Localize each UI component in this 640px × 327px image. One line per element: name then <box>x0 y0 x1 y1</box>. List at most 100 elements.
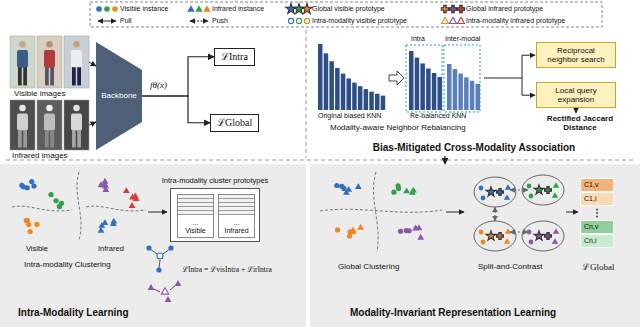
column-label: Infrared <box>224 227 248 235</box>
photo-frame <box>37 100 62 150</box>
bracket-line <box>522 55 523 95</box>
figure-label: Visible images <box>14 89 65 98</box>
person-body <box>71 114 82 131</box>
prototype-cross <box>497 189 504 196</box>
person-leg <box>50 67 54 85</box>
figure-label: Intra <box>411 35 425 43</box>
histogram-bar <box>420 63 425 110</box>
loss-box: ℒIntra <box>214 48 255 66</box>
figure-label: fθ(x) <box>150 80 167 90</box>
bracket-arrow <box>522 95 535 96</box>
cluster-boundary <box>86 206 146 211</box>
histogram-bar <box>464 77 469 110</box>
instance-triangle <box>505 228 511 234</box>
legend-text: Push <box>212 17 228 25</box>
photo-frame <box>10 100 35 150</box>
node-text: ℒIntra <box>221 51 248 63</box>
prototype-star <box>486 187 496 196</box>
legend-sample <box>286 3 312 13</box>
figure-label: Original biased KNN <box>318 112 381 120</box>
instance-dot <box>481 240 486 245</box>
instance-triangle <box>504 194 510 200</box>
prototype-star <box>486 231 496 240</box>
instance-dot <box>481 196 486 201</box>
leader-line <box>150 249 157 254</box>
histogram-bar <box>453 69 458 110</box>
instance-dot <box>31 183 36 188</box>
module-panel: Modality-Invariant Representation Learni… <box>310 164 640 327</box>
contrast-arrow <box>495 207 496 221</box>
histogram-bar <box>447 64 452 110</box>
instance-triangle <box>449 17 456 23</box>
backbone-trapezoid: Backbone <box>96 42 142 150</box>
legend-frame <box>90 2 602 27</box>
ellipsis-dot <box>596 212 598 214</box>
instance-dot <box>288 18 293 23</box>
flow-arrow <box>148 212 167 213</box>
instance-triangle <box>409 189 416 195</box>
instance-dot <box>24 218 29 223</box>
instance-triangle <box>129 202 136 208</box>
knn-histogram <box>447 64 480 110</box>
knn-histogram <box>318 44 385 110</box>
global-clustering-plot <box>320 172 442 252</box>
prototype-cross <box>497 233 504 240</box>
figure-label: Inter-modal <box>445 35 480 43</box>
cluster-bar: C1,vC1,iCn,vCn,i <box>580 178 614 248</box>
figure-label: ℒGlobal <box>582 262 615 272</box>
legend-text: Infrared instance <box>212 5 264 13</box>
person-head <box>19 105 26 112</box>
person-leg <box>72 130 76 148</box>
instance-dot <box>53 198 58 203</box>
node-text: Backbone <box>101 91 137 100</box>
instance-triangle <box>417 234 424 240</box>
instance-dot <box>529 240 534 245</box>
person-leg <box>77 67 81 85</box>
instance-triangle <box>175 280 182 286</box>
histogram-bar <box>364 89 369 110</box>
instance-triangle <box>553 182 559 188</box>
instance-dot <box>398 229 403 234</box>
figure-label: Infrared <box>98 245 124 254</box>
instance-triangle <box>357 224 364 230</box>
instance-triangle <box>110 220 117 226</box>
input-arrow <box>89 62 96 66</box>
instance-triangle <box>441 17 448 23</box>
box-heading: Intra-modality cluster prototypes <box>141 177 289 186</box>
push-arrow <box>190 21 208 22</box>
figure-label: Global Clustering <box>338 262 399 271</box>
person-leg <box>23 67 27 85</box>
flow-arrow <box>566 212 578 213</box>
instance-dot <box>34 222 39 227</box>
instance-triangle <box>504 238 510 244</box>
histogram-bar <box>426 69 431 110</box>
divider <box>306 30 307 158</box>
person-photo <box>10 36 35 88</box>
person-leg <box>72 67 76 85</box>
instance-triangle <box>552 238 558 244</box>
prototype-cross <box>449 5 456 12</box>
input-arrow <box>89 122 96 125</box>
ellipsis: ... <box>193 219 199 227</box>
legend-sample <box>190 21 208 22</box>
instance-triangle <box>161 288 168 294</box>
instance-dot <box>28 229 33 234</box>
prototype-star <box>534 231 544 240</box>
cluster-boundary <box>373 172 378 252</box>
person-body <box>71 50 82 68</box>
person-head <box>46 41 53 48</box>
cluster-label: C1,v <box>580 178 614 192</box>
instance-dot <box>304 18 309 23</box>
histogram-bar <box>329 61 334 110</box>
leader-line <box>159 260 160 268</box>
pull-arrow <box>98 21 116 22</box>
leader-line <box>154 289 160 292</box>
person-leg <box>50 130 54 148</box>
photo-frame <box>10 36 35 88</box>
process-box: Reciprocal neighbor search <box>536 42 616 68</box>
cluster-ellipse <box>522 175 564 205</box>
person-photo <box>64 36 89 88</box>
histogram-bar <box>358 86 363 110</box>
instance-triangle <box>148 284 155 290</box>
